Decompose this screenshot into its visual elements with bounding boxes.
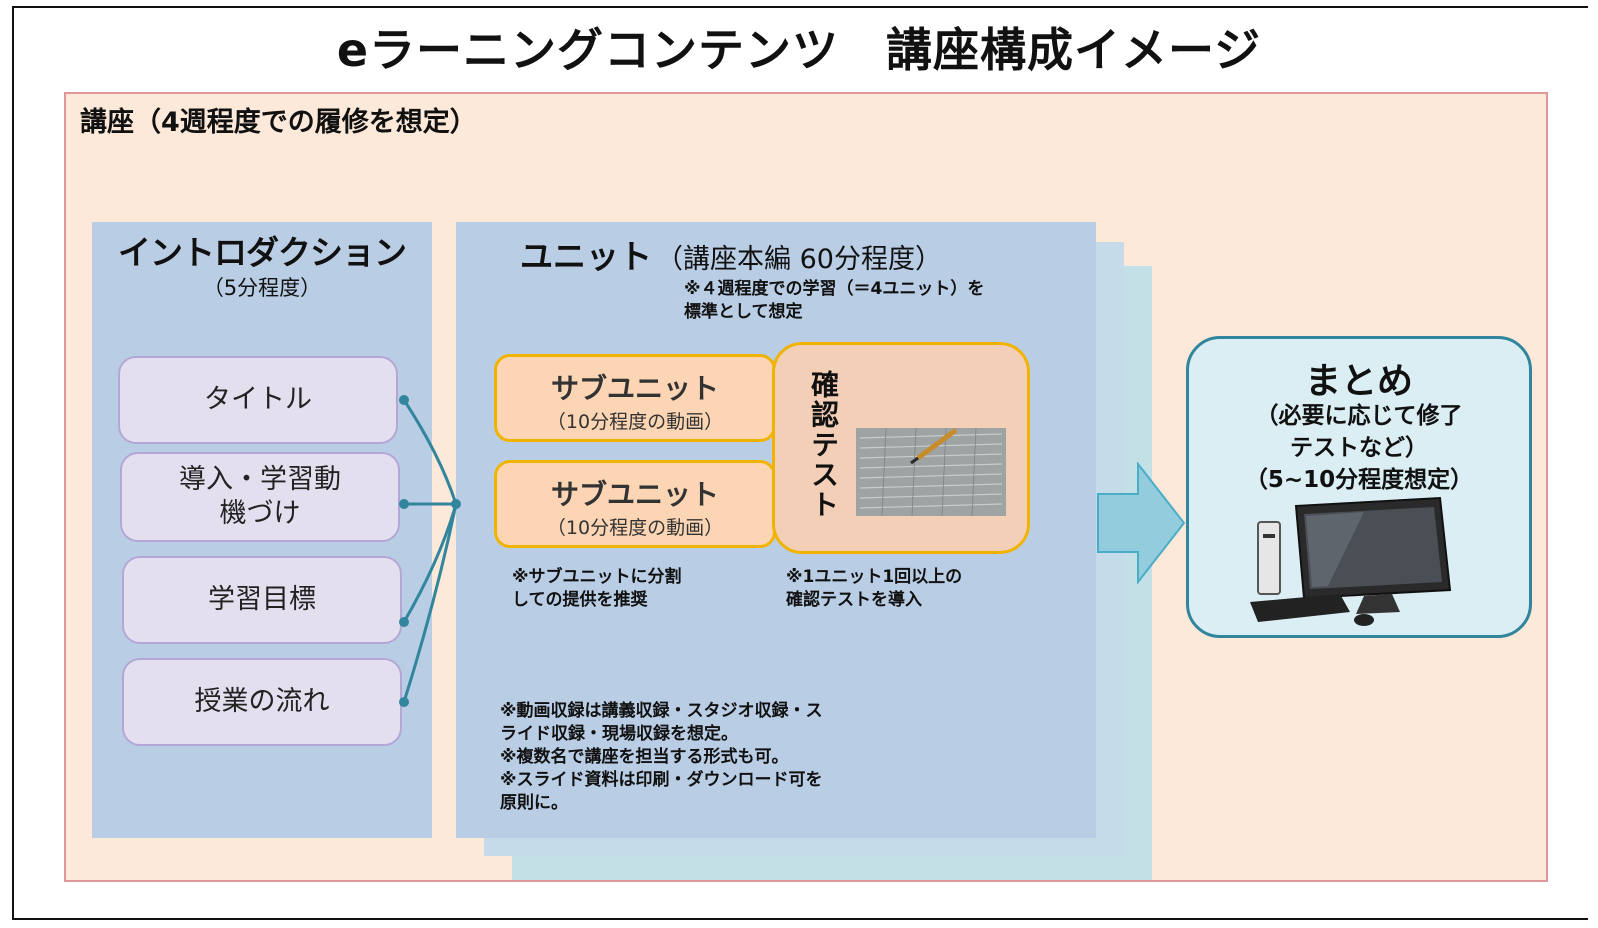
page-title: eラーニングコンテンツ 講座構成イメージ (336, 23, 1262, 77)
subunit-label: サブユニット (550, 372, 719, 405)
summary-line: テストなど） (1290, 435, 1428, 461)
intro-item-flow: 授業の流れ (122, 658, 402, 746)
unit-title: ユニット（講座本編 60分程度） (520, 230, 942, 278)
course-label: 講座（4週程度での履修を想定） (80, 107, 477, 138)
intro-subtitle: （5分程度） (202, 276, 322, 300)
summary-line: （5~10分程度想定） (1244, 467, 1474, 493)
subunit-note: ※サブユニットに分割 しての提供を推奨 (512, 567, 682, 610)
intro-item-title: タイトル (118, 356, 398, 444)
subunit-box: サブユニット （10分程度の動画） (494, 460, 776, 548)
subunit-sub: （10分程度の動画） (546, 517, 724, 539)
unit-note-bottom: ※動画収録は講義収録・スタジオ収録・ス ライド収録・現場収録を想定。 ※複数名で… (500, 701, 823, 813)
desktop-computer-icon (1250, 496, 1452, 626)
test-sheet-pencil-icon (856, 428, 1006, 516)
intro-item-label: タイトル (204, 384, 312, 416)
confirmation-test-label: 確認テスト (807, 370, 840, 520)
test-note: ※1ユニット1回以上の 確認テストを導入 (786, 567, 963, 610)
intro-item-label: 導入・学習動 機づけ (179, 464, 341, 529)
summary-line: （必要に応じて修了 (1255, 403, 1463, 429)
unit-note-top: ※４週程度での学習（＝4ユニット）を 標準として想定 (684, 279, 985, 322)
intro-item-goals: 学習目標 (122, 556, 402, 644)
unit-title-paren: （講座本編 60分程度） (656, 244, 942, 275)
intro-item-label: 授業の流れ (194, 686, 330, 718)
unit-title-main: ユニット (520, 237, 652, 276)
subunit-sub: （10分程度の動画） (546, 411, 724, 433)
outer-frame (12, 6, 1588, 920)
intro-title: イントロダクション (118, 233, 407, 272)
summary-title: まとめ (1304, 361, 1413, 402)
right-arrow-icon (1097, 462, 1186, 584)
intro-item-motivation: 導入・学習動 機づけ (120, 452, 400, 542)
subunit-label: サブユニット (550, 478, 719, 511)
subunit-box: サブユニット （10分程度の動画） (494, 354, 776, 442)
intro-item-label: 学習目標 (208, 584, 316, 616)
